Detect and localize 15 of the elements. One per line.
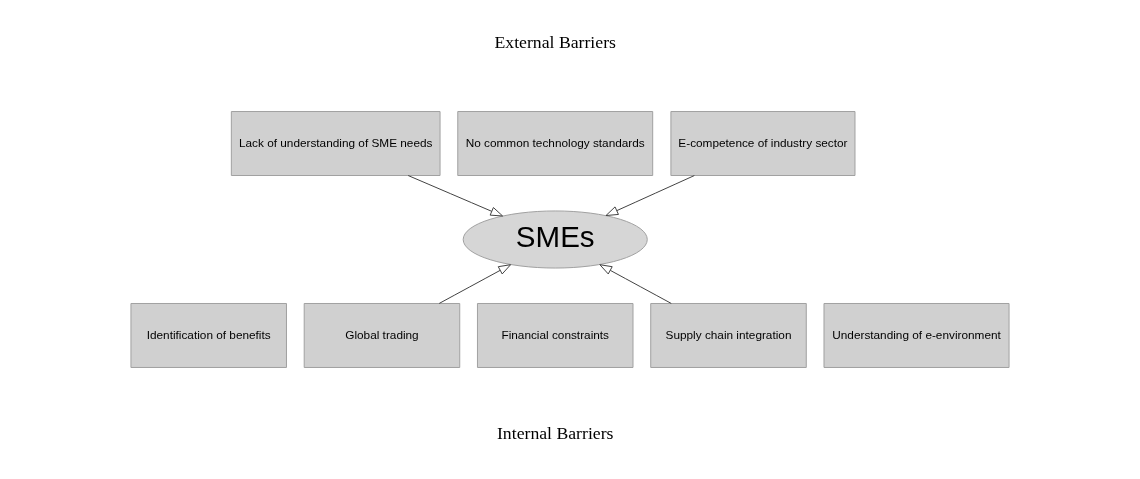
node-ellipse: SMEs: [462, 210, 648, 269]
node-box: Supply chain integration: [650, 303, 807, 368]
node-box: No common technology standards: [457, 111, 654, 176]
node-box: E-competence of industry sector: [670, 111, 856, 176]
node-box: Identification of benefits: [130, 303, 287, 368]
arrow: [438, 264, 512, 304]
arrow: [605, 175, 695, 217]
arrow: [407, 175, 504, 217]
arrow: [599, 264, 672, 304]
node-box: Global trading: [303, 303, 461, 368]
node-box: Financial constraints: [476, 303, 634, 368]
node-box: Lack of understanding of SME needs: [230, 111, 441, 176]
label: Internal Barriers: [496, 423, 614, 444]
node-box: Understanding of e-environment: [823, 303, 1010, 368]
label: External Barriers: [494, 32, 616, 53]
